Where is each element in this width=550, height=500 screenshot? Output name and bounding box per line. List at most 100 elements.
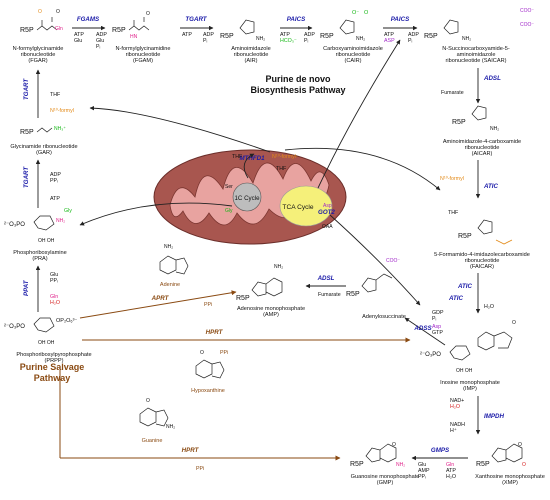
xmp-name-1: Xanthosine monophosphate	[475, 474, 545, 480]
cair-compound: R5P O⁻ O NH₂ Carboxyaminoimidazole ribon…	[320, 10, 383, 64]
svg-text:H₂O: H₂O	[484, 304, 494, 310]
svg-text:N¹⁰-formyl: N¹⁰-formyl	[50, 108, 74, 114]
svg-text:NH₂: NH₂	[396, 462, 405, 468]
amp-name-1: Adenosine monophosphate	[237, 306, 305, 312]
svg-text:Fumarate: Fumarate	[318, 292, 341, 298]
svg-text:PPᵢ: PPᵢ	[50, 178, 58, 184]
air-name-1: Aminoimidazole	[231, 46, 270, 52]
svg-text:R5P: R5P	[20, 129, 34, 136]
svg-text:THF: THF	[448, 210, 459, 216]
svg-text:Pᵢ: Pᵢ	[203, 38, 208, 44]
svg-text:ATP: ATP	[280, 32, 290, 38]
mthfd1-enzyme: MTHFD1	[239, 155, 265, 162]
svg-text:R5P: R5P	[424, 33, 438, 40]
aicar-name-2: ribonucleotide	[465, 145, 500, 151]
svg-text:Fumarate: Fumarate	[441, 90, 464, 96]
got2-enzyme: GOT2	[318, 209, 335, 216]
cair-name-2: ribonucleotide	[336, 52, 371, 58]
svg-text:NH₂: NH₂	[164, 244, 173, 250]
ppat-enzyme: PPAT	[23, 279, 30, 296]
fgar-name-3: (FGAR)	[28, 58, 47, 64]
svg-text:H₂O: H₂O	[450, 404, 460, 410]
atic-1-enzyme: ATIC	[483, 183, 499, 190]
prpp-name-1: Phosphoribosylpyrophosphate	[16, 352, 91, 358]
pathway-title-line1: Purine de novo	[265, 74, 331, 84]
svg-text:H⁺: H⁺	[450, 428, 457, 434]
svg-text:THF: THF	[276, 166, 287, 172]
faicar-name-1: 5-Formamido-4-imidazolecarboxamide	[434, 252, 530, 258]
tgart-left-1-enzyme: TGART	[23, 78, 30, 100]
svg-text:Glu: Glu	[50, 272, 58, 278]
one-c-cycle-circle	[232, 182, 262, 212]
fgar-name-2: ribonucleotide	[21, 52, 56, 58]
svg-text:NH₂: NH₂	[166, 424, 175, 430]
svg-text:²⁻O₃PO: ²⁻O₃PO	[4, 222, 25, 228]
cair-name-3: (CAIR)	[344, 58, 361, 64]
ser-label: Ser	[225, 184, 233, 190]
svg-text:Pᵢ: Pᵢ	[408, 38, 413, 44]
svg-text:R5P: R5P	[346, 291, 360, 298]
xmp-name-2: (XMP)	[502, 480, 518, 486]
saicar-name-3: ribonucleotide (SAICAR)	[446, 58, 507, 64]
svg-text:R5P: R5P	[20, 27, 34, 34]
gar-compound: R5P NH₃⁺ Glycinamide ribonucleotide (GAR…	[10, 126, 77, 156]
svg-text:Adenine: Adenine	[160, 282, 180, 288]
svg-text:PPi: PPi	[204, 302, 212, 308]
svg-text:ATP: ATP	[50, 196, 60, 202]
svg-text:Pᵢ: Pᵢ	[432, 316, 437, 322]
saicar-compound: R5P COO⁻ COO⁻ NH₂ N-Succinocarboxyamide-…	[424, 8, 534, 64]
svg-text:Glu: Glu	[74, 38, 82, 44]
svg-text:H₂O: H₂O	[50, 300, 60, 306]
prpp-name-2: (PRPP)	[45, 358, 64, 364]
svg-text:OP₂O₆³⁻: OP₂O₆³⁻	[56, 318, 77, 324]
svg-text:NH₂: NH₂	[274, 264, 283, 270]
pra-name-2: (PRA)	[32, 256, 47, 262]
svg-text:ADP: ADP	[50, 172, 61, 178]
hypoxanthine-compound: O Hypoxanthine	[191, 350, 225, 394]
adsl-1-enzyme: ADSL	[483, 75, 501, 82]
svg-text:NH₂: NH₂	[462, 36, 471, 42]
svg-text:Gln: Gln	[50, 294, 58, 300]
svg-text:R5P: R5P	[452, 119, 466, 126]
svg-text:PPᵢ: PPᵢ	[418, 474, 426, 480]
guanine-compound: O NH₂ Guanine	[139, 398, 175, 444]
impdh-enzyme: IMPDH	[484, 413, 504, 420]
svg-text:ATP: ATP	[446, 468, 456, 474]
svg-text:O: O	[200, 350, 204, 356]
salvage-title-line1: Purine Salvage	[20, 362, 85, 372]
gmps-enzyme: GMPS	[431, 447, 450, 454]
paics-2-enzyme: PAICS	[391, 16, 410, 23]
aprt-enzyme: APRT	[151, 295, 170, 302]
svg-text:O: O	[518, 442, 522, 448]
svg-text:R5P: R5P	[220, 33, 234, 40]
prpp-compound: ²⁻O₃PO OP₂O₆³⁻ OH OH Phosphoribosylpyrop…	[4, 317, 92, 364]
air-name-3: (AIR)	[244, 58, 257, 64]
tca-cycle-label: TCA Cycle	[282, 204, 313, 211]
air-compound: R5P NH₂ Aminoimidazole ribonucleotide (A…	[220, 19, 271, 64]
svg-text:PPᵢ: PPᵢ	[50, 278, 58, 284]
svg-text:GTP: GTP	[432, 330, 443, 336]
fgam-name-1: N-formylglycinamidine	[115, 46, 170, 52]
pra-name-1: Phosphoribosylamine	[13, 250, 66, 256]
tca-cycle-circle	[279, 185, 333, 227]
svg-text:Pᵢ: Pᵢ	[96, 44, 101, 50]
svg-text:O: O	[146, 11, 150, 17]
svg-text:ADP: ADP	[203, 32, 214, 38]
fgam-name-2: ribonucleotide	[126, 52, 161, 58]
cair-name-1: Carboxyaminoimidazole	[323, 46, 383, 52]
svg-text:THF: THF	[50, 92, 61, 98]
fgar-compound: R5P O O Gln N-formylglycinamide ribonucl…	[13, 9, 64, 64]
aicar-name-3: (AICAR)	[472, 151, 493, 157]
svg-text:R5P: R5P	[476, 461, 490, 468]
svg-text:R5P: R5P	[236, 295, 250, 302]
svg-text:Guanine: Guanine	[142, 438, 163, 444]
svg-text:COO⁻: COO⁻	[386, 258, 400, 264]
svg-text:Pᵢ: Pᵢ	[304, 38, 309, 44]
svg-text:N¹⁰-formyl-: N¹⁰-formyl-	[272, 154, 298, 160]
xmp-compound: R5P O O Xanthosine monophosphate (XMP)	[475, 442, 545, 486]
svg-text:PPi: PPi	[196, 466, 204, 472]
svg-text:Asp: Asp	[432, 324, 441, 330]
svg-text:NH₂: NH₂	[356, 36, 365, 42]
fgam-name-3: (FGAM)	[133, 58, 153, 64]
